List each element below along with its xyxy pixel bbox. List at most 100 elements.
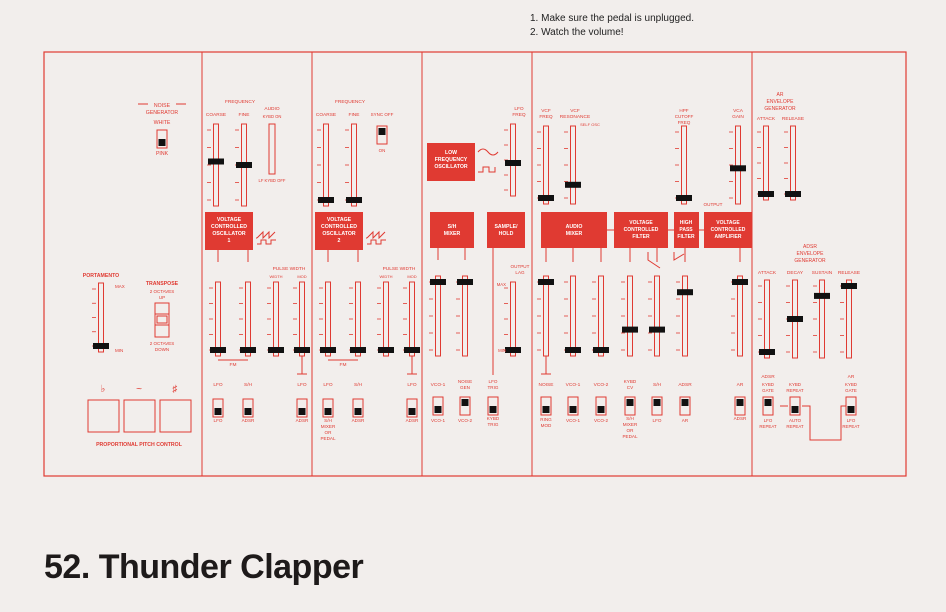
- vco1-fm-a-switch-lever[interactable]: [214, 408, 222, 415]
- transpose-switch-lever[interactable]: [156, 315, 168, 324]
- mix-switch-3-lever[interactable]: [597, 406, 605, 413]
- sh-trig-switch-lever[interactable]: [489, 406, 497, 413]
- mix-switch-6-lever[interactable]: [681, 399, 689, 406]
- lfo-freq-slider-knob[interactable]: [505, 160, 521, 166]
- mix-slider-6-knob[interactable]: [677, 289, 693, 296]
- mix-slider-3-knob[interactable]: [593, 347, 609, 353]
- hpf-module-box: [674, 212, 699, 248]
- mix-source-label-5: S/H: [653, 382, 662, 388]
- vco2-fm-a-switch-lever[interactable]: [324, 408, 332, 415]
- adsr-env-title-line-1: ADSR: [803, 244, 817, 250]
- hpf-slider-knob[interactable]: [676, 195, 692, 201]
- vco2-pw-alt-label: ADSR: [406, 418, 419, 423]
- adsr-sustain-slider-knob[interactable]: [814, 292, 830, 299]
- vco1-square-wave-icon: [257, 239, 276, 245]
- vco2-module-title-line-3: OSCILLATOR: [322, 231, 355, 237]
- sh-noise-slider-knob[interactable]: [457, 279, 473, 285]
- vco1-coarse-label: COARSE: [206, 112, 226, 118]
- adsr-release-slider-track: [846, 279, 852, 359]
- mix-switch-4-frame: [624, 396, 636, 416]
- vco1-fm-a-slider-knob[interactable]: [210, 347, 226, 353]
- auto-repeat-switch-lever[interactable]: [791, 406, 799, 413]
- mix-switch-7-frame: [734, 396, 746, 416]
- vco2-fine-slider-knob[interactable]: [346, 197, 362, 203]
- vco1-pw-mod-slider-track: [299, 281, 305, 357]
- vco1-fm-b-slider-knob[interactable]: [240, 347, 256, 353]
- vco2-pw-switch-frame: [406, 398, 418, 418]
- vco2-sync-switch-lever[interactable]: [378, 128, 386, 135]
- mix-slider-7-track: [737, 275, 743, 357]
- adsr-gate-switch-lever[interactable]: [764, 399, 772, 406]
- ppc-symbol-1: ♭: [101, 384, 106, 395]
- noise-generator-title-line-1: NOISE: [154, 103, 171, 109]
- sh-a-switch-lever[interactable]: [434, 406, 442, 413]
- vco2-mod-label: MOD: [407, 274, 416, 279]
- noise-color-switch-lever[interactable]: [158, 139, 166, 146]
- vco1-pw-width-slider-knob[interactable]: [268, 347, 284, 353]
- vco1-coarse-slider-knob[interactable]: [208, 158, 224, 165]
- sh-lag-slider-knob[interactable]: [505, 347, 521, 353]
- adsr-decay-slider-knob[interactable]: [787, 316, 803, 322]
- vco2-fm-a-alt-label-line-1: S/H: [324, 418, 332, 423]
- mix-slider-1-knob[interactable]: [538, 279, 554, 285]
- ar-lfo-repeat-label-line-2: REPEAT: [842, 424, 860, 429]
- vco2-fine-slider-track: [351, 123, 357, 207]
- vco2-coarse-slider-knob[interactable]: [318, 197, 334, 203]
- mix-switch-3-frame: [595, 396, 607, 416]
- ppc-pad-1[interactable]: [87, 399, 120, 433]
- vco1-pw-width-slider-track: [273, 281, 279, 357]
- transpose-down-label-1: 2 OCTAVES: [150, 341, 175, 346]
- vco2-fm-b-alt-label: ADSR: [352, 418, 365, 423]
- instruction-note-2: 2. Watch the volume!: [530, 27, 624, 38]
- vco2-fm-b-slider-knob[interactable]: [350, 347, 366, 353]
- vco1-fm-b-switch-lever[interactable]: [244, 408, 252, 415]
- mix-slider-6-track: [682, 275, 688, 357]
- output-lag-label-line-1: OUTPUT: [511, 264, 530, 269]
- vco2-fm-b-switch-lever[interactable]: [354, 408, 362, 415]
- vco1-fm-b-switch-frame: [242, 398, 254, 418]
- panel-frame: [43, 51, 907, 477]
- mix-switch-4-lever[interactable]: [626, 399, 634, 406]
- portamento-slider-knob[interactable]: [93, 343, 109, 349]
- mix-slider-2-knob[interactable]: [565, 347, 581, 353]
- mix-slider-7-knob[interactable]: [732, 279, 748, 285]
- adsr-lfo-repeat-label-line-2: REPEAT: [759, 424, 777, 429]
- sh-vco1-slider-knob[interactable]: [430, 279, 446, 285]
- adsr-attack-slider-knob[interactable]: [759, 349, 775, 355]
- adsr-decay-label: DECAY: [787, 270, 804, 276]
- vco1-audio-switch-track[interactable]: [268, 123, 276, 175]
- vcf-title-line-2: CONTROLLED: [624, 227, 659, 233]
- ar-gate-switch-lever[interactable]: [847, 406, 855, 413]
- ppc-pad-3[interactable]: [159, 399, 192, 433]
- vco2-pw-width-slider-knob[interactable]: [378, 347, 394, 353]
- sh-mixer-title-line-2: MIXER: [444, 231, 461, 237]
- ar-attack-slider-knob[interactable]: [758, 191, 774, 197]
- vcf-res-slider-knob[interactable]: [565, 181, 581, 188]
- mix-switch-7-lever[interactable]: [736, 399, 744, 406]
- mix-switch-5-lever[interactable]: [653, 399, 661, 406]
- sh-b-switch-lever[interactable]: [461, 399, 469, 406]
- vca-gain-slider-knob[interactable]: [730, 165, 746, 172]
- noise-white-label: WHITE: [154, 120, 171, 126]
- vcf-title-line-1: VOLTAGE: [629, 220, 653, 226]
- mix-slider-4-track: [627, 275, 633, 357]
- adsr-release-slider-knob[interactable]: [841, 283, 857, 289]
- vco2-module-title-line-1: VOLTAGE: [327, 217, 352, 223]
- mix-source-label-6: ADSR: [678, 382, 692, 388]
- vco1-pw-mod-slider-knob[interactable]: [294, 347, 310, 353]
- vcf-freq-slider-knob[interactable]: [538, 195, 554, 201]
- mix-1-alt-label-line-1: RING: [540, 417, 552, 422]
- ppc-pad-2[interactable]: [123, 399, 156, 433]
- vco2-pw-switch-lever[interactable]: [408, 408, 416, 415]
- vco1-pw-switch-lever[interactable]: [298, 408, 306, 415]
- mix-slider-5-knob[interactable]: [649, 326, 665, 333]
- output-lag-label-line-2: LAG: [515, 270, 525, 275]
- mix-slider-4-knob[interactable]: [622, 326, 638, 333]
- ar-release-slider-knob[interactable]: [785, 191, 801, 197]
- mix-switch-1-lever[interactable]: [542, 406, 550, 413]
- vco2-fm-a-slider-knob[interactable]: [320, 347, 336, 353]
- vco2-fm-a-slider-track: [325, 281, 331, 357]
- vco2-pw-mod-slider-knob[interactable]: [404, 347, 420, 353]
- vco1-fine-slider-knob[interactable]: [236, 162, 252, 168]
- mix-switch-2-lever[interactable]: [569, 406, 577, 413]
